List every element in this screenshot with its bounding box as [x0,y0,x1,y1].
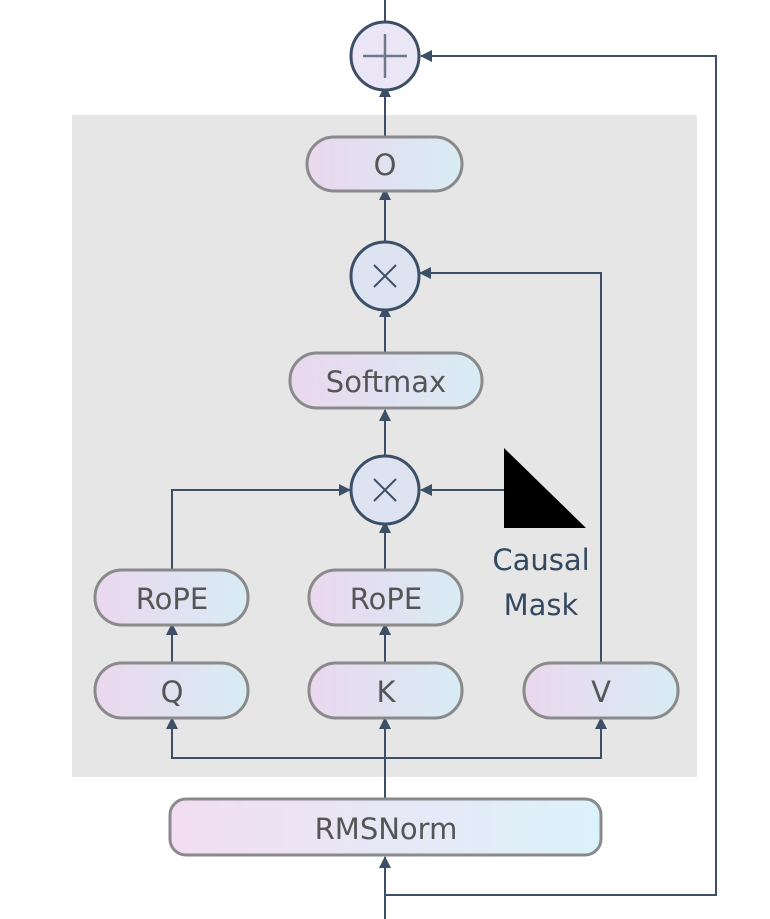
ropeq-to-mul-arrow [171,484,351,572]
v-projection-label: V [591,675,611,709]
causal-mask-label-line2: Mask [504,588,579,622]
rmsnorm-label: RMSNorm [315,812,458,846]
causal-mask-triangle-icon [504,448,586,528]
k-projection-label: K [376,675,396,709]
o-projection-node: O [305,135,464,193]
multiply-operator-lower [349,454,421,526]
rope-k-node: RoPE [307,568,464,627]
q-projection-label: Q [161,675,184,709]
norm-to-q-arrow [166,717,385,759]
o-projection-label: O [374,148,397,182]
norm-to-v-arrow [385,717,607,759]
rope-q-label: RoPE [136,582,208,616]
flow-lines [166,0,717,919]
v-to-mul-arrow [419,267,602,665]
q-projection-node: Q [93,661,250,720]
causal-mask-label-line1: Causal [492,543,589,577]
add-operator [349,20,421,92]
v-projection-node: V [522,661,680,720]
softmax-node: Softmax [288,351,484,410]
rope-q-node: RoPE [93,568,250,627]
softmax-label: Softmax [326,365,446,399]
rmsnorm-node: RMSNorm [168,797,603,857]
rope-k-label: RoPE [350,582,422,616]
residual-connection-arrow [385,50,717,896]
k-projection-node: K [307,661,464,720]
multiply-operator-upper [349,240,421,312]
